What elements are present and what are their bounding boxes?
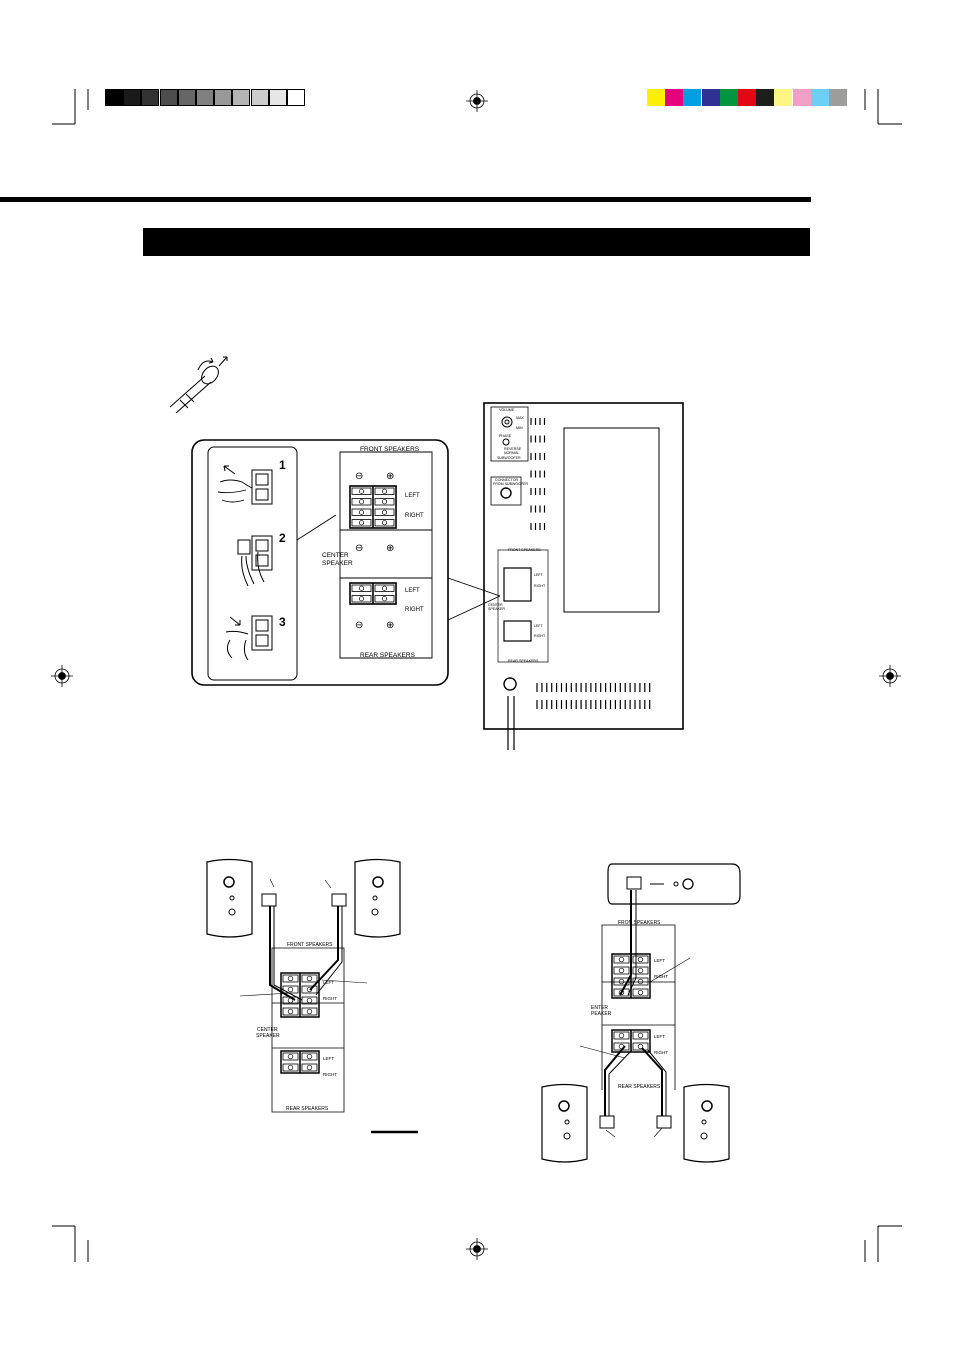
rear-diagram-rear-left-label: LEFT bbox=[654, 1034, 666, 1039]
detail-panel bbox=[191, 439, 501, 686]
speaker-terminal-block bbox=[280, 1050, 320, 1074]
front-wiring-diagram bbox=[206, 858, 418, 1134]
rear-diagram-left-label: LEFT bbox=[654, 958, 666, 963]
crop-mark-bottom-right bbox=[864, 1225, 902, 1262]
registration-mark-icon bbox=[466, 90, 488, 112]
detail-rear-minus-icon: ⊖ bbox=[355, 620, 364, 631]
registration-mark-icon bbox=[466, 1238, 488, 1260]
gray-swatch bbox=[268, 89, 287, 106]
color-swatch bbox=[774, 89, 793, 106]
speaker-terminal-block bbox=[349, 582, 397, 605]
phase-reverse-label: REVERSE bbox=[504, 447, 522, 451]
color-swatch bbox=[665, 89, 684, 106]
section-banner bbox=[143, 228, 810, 256]
volume-max-label: MAX bbox=[516, 416, 524, 420]
top-rule bbox=[0, 197, 811, 202]
volume-min-label: MIN bbox=[516, 426, 523, 430]
color-swatch bbox=[683, 89, 702, 106]
back-rear-left-label: LEFT bbox=[534, 624, 543, 628]
color-swatch bbox=[829, 89, 847, 106]
crop-mark-top-right bbox=[864, 89, 902, 125]
detail-front-speakers-label: FRONT SPEAKERS bbox=[360, 446, 420, 453]
color-swatch bbox=[719, 89, 738, 106]
connector-label-2: FROM SUBWOOFER bbox=[493, 482, 529, 486]
step-3-label: 3 bbox=[279, 615, 286, 629]
crop-mark-bottom-left bbox=[52, 1225, 89, 1262]
back-rear-right-label: RIGHT bbox=[534, 634, 546, 638]
gray-swatch bbox=[105, 89, 123, 106]
detail-rear-plus-icon: ⊕ bbox=[386, 620, 395, 631]
back-panel bbox=[483, 402, 684, 750]
rear-diagram-rear-right-label: RIGHT bbox=[654, 1050, 668, 1055]
back-center-label-1: CENTER bbox=[488, 603, 503, 607]
rear-diagram-rear-speakers-label: REAR SPEAKERS bbox=[618, 1084, 661, 1090]
gray-swatch bbox=[287, 89, 305, 106]
front-diagram-rear-speakers-label: REAR SPEAKERS bbox=[286, 1106, 329, 1112]
detail-center-minus-icon: ⊖ bbox=[355, 543, 364, 554]
rear-diagram-center-label-2: PEAKER bbox=[591, 1011, 612, 1017]
speaker-terminal-block bbox=[280, 972, 320, 1018]
wire-twist-icon bbox=[169, 356, 228, 414]
detail-center-label-1: CENTER bbox=[322, 552, 349, 559]
color-swatch bbox=[756, 89, 775, 106]
volume-label: VOLUME bbox=[499, 408, 515, 412]
step-2-label: 2 bbox=[279, 531, 286, 545]
detail-center-plus-icon: ⊕ bbox=[386, 543, 395, 554]
color-swatch bbox=[792, 89, 811, 106]
front-diagram-center-label-1: CENTER bbox=[257, 1027, 278, 1033]
subwoofer-label: SUBWOOFER bbox=[497, 456, 521, 460]
connector-label-1: CONNECTOR bbox=[495, 478, 519, 482]
back-center-label-2: SPEAKER bbox=[488, 607, 505, 611]
front-diagram-rear-right-label: RIGHT bbox=[323, 1072, 337, 1077]
back-front-speakers-label: FRONT SPEAKERS bbox=[508, 548, 541, 552]
detail-minus-icon: ⊖ bbox=[355, 471, 364, 482]
color-swatch bbox=[738, 89, 756, 106]
rear-diagram-right-label: RIGHT bbox=[654, 974, 668, 979]
color-swatch bbox=[810, 89, 829, 106]
gray-swatch bbox=[250, 89, 269, 106]
gray-swatch bbox=[232, 89, 251, 106]
gray-swatch bbox=[214, 89, 233, 106]
front-diagram-center-label-2: SPEAKER bbox=[256, 1033, 280, 1039]
gray-swatch bbox=[196, 89, 214, 106]
back-left-label: LEFT bbox=[534, 573, 543, 577]
detail-rear-right-label: RIGHT bbox=[405, 607, 424, 613]
gray-swatch bbox=[141, 89, 160, 106]
rear-diagram-front-speakers-label: FRON SPEAKERS bbox=[618, 920, 661, 926]
gray-swatch bbox=[123, 89, 142, 106]
front-diagram-left-label: LEFT bbox=[323, 980, 335, 985]
front-diagram-rear-left-label: LEFT bbox=[323, 1056, 335, 1061]
front-diagram-front-speakers-label: FRONT SPEAKERS bbox=[287, 942, 333, 948]
registration-mark-icon bbox=[879, 665, 901, 687]
phase-label: PHASE bbox=[499, 434, 512, 438]
speaker-terminal-block bbox=[611, 1029, 651, 1053]
back-right-label: RIGHT bbox=[534, 584, 546, 588]
detail-rear-speakers-label: REAR SPEAKERS bbox=[360, 652, 415, 659]
detail-plus-icon: ⊕ bbox=[386, 471, 395, 482]
speaker-terminal-block bbox=[349, 485, 397, 529]
registration-mark-icon bbox=[51, 665, 73, 687]
back-rear-speakers-label: REAR SPEAKERS bbox=[508, 659, 539, 663]
step-1-label: 1 bbox=[279, 458, 286, 472]
crop-mark-top-left bbox=[52, 89, 89, 125]
gray-swatch bbox=[159, 89, 178, 106]
front-diagram-right-label: RIGHT bbox=[323, 996, 337, 1001]
detail-center-label-2: SPEAKER bbox=[322, 560, 353, 567]
phase-normal-label: NORMAL bbox=[504, 451, 520, 455]
color-swatch bbox=[647, 89, 665, 106]
detail-rear-left-label: LEFT bbox=[405, 588, 420, 594]
detail-left-label: LEFT bbox=[405, 493, 420, 499]
rear-wiring-diagram bbox=[541, 863, 741, 1163]
rear-diagram-center-label-1: ENTER bbox=[591, 1005, 608, 1011]
color-swatch bbox=[701, 89, 720, 106]
detail-right-label: RIGHT bbox=[405, 513, 424, 519]
speaker-terminal-block bbox=[611, 953, 651, 999]
gray-swatch bbox=[177, 89, 196, 106]
